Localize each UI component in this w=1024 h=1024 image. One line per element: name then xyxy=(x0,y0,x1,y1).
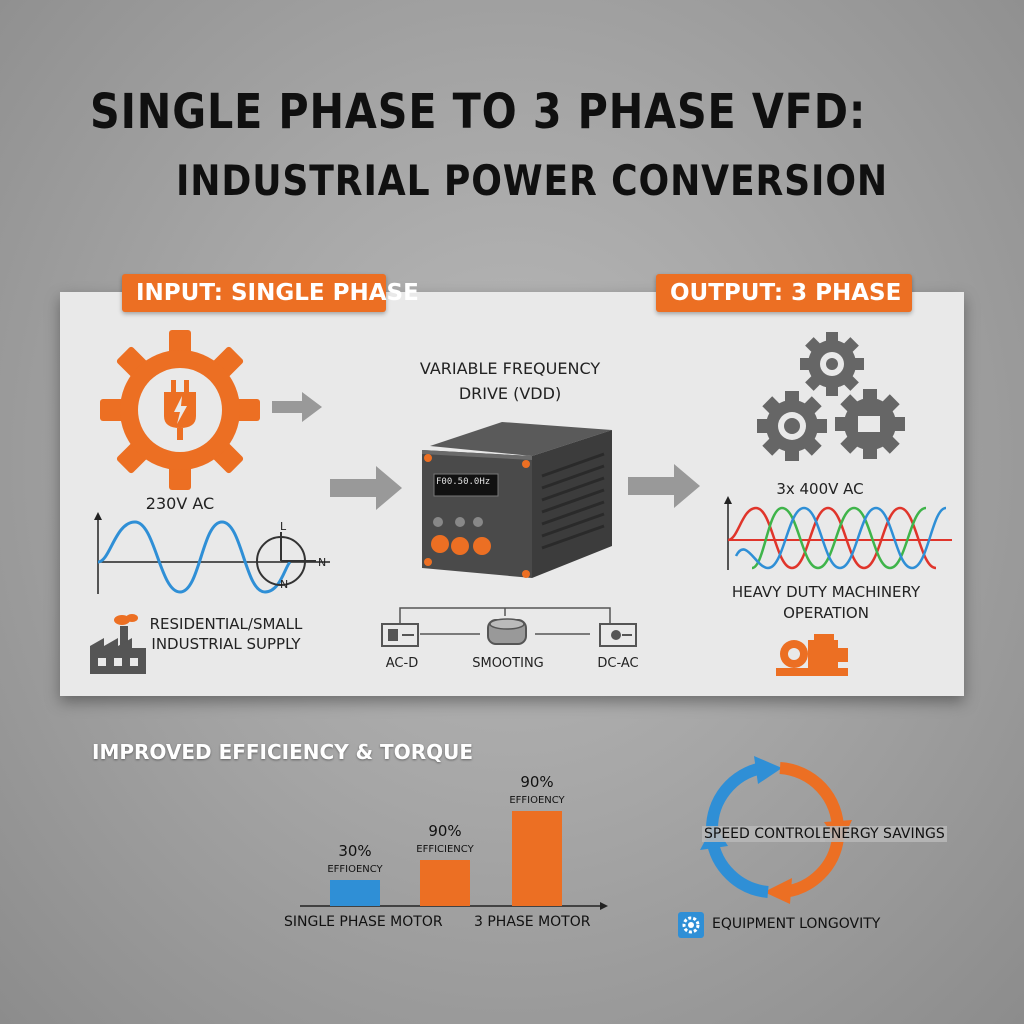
chart-bar xyxy=(512,811,562,906)
chart-value-label: 90% xyxy=(428,822,461,840)
stage-label-dcac: DC-AC xyxy=(597,656,639,671)
plug-gear-icon xyxy=(100,330,260,490)
machinery-icon xyxy=(776,634,848,676)
category-label-three: 3 PHASE MOTOR xyxy=(474,914,591,930)
vfd-display: F00.50.0Hz xyxy=(436,477,491,487)
inverter-icon xyxy=(599,623,637,647)
input-voltage: 230V AC xyxy=(145,494,215,513)
output-tag: OUTPUT: 3 PHASE xyxy=(656,274,912,312)
vfd-device-icon xyxy=(422,422,612,578)
benefit-equipment-longevity: EQUIPMENT LONGOVITY xyxy=(712,916,881,932)
benefit-energy-savings: ENERGY SAVINGS xyxy=(820,826,947,842)
page-title: SINGLE PHASE TO 3 PHASE VFD: xyxy=(90,84,867,140)
chart-sublabel: EFFIOENCY xyxy=(327,864,383,875)
rectifier-icon xyxy=(381,623,419,647)
arrow-right-icon xyxy=(628,464,700,508)
gear-icon xyxy=(678,912,704,938)
arrow-right-icon xyxy=(272,392,322,422)
benefit-speed-control: SPEED CONTROL xyxy=(702,826,825,842)
efficiency-bar-chart: 30% EFFIOENCY 90% EFFICIENCY 90% EFFIOENCY xyxy=(300,773,608,910)
arrow-right-icon xyxy=(330,466,402,510)
supply-label: RESIDENTIAL/SMALL INDUSTRIAL SUPPLY xyxy=(149,615,303,653)
factory-icon xyxy=(90,614,146,674)
gears-icon xyxy=(757,332,905,461)
phasor-label-n2: N xyxy=(280,578,289,591)
output-voltage: 3x 400V AC xyxy=(776,480,864,498)
capacitor-icon xyxy=(487,618,527,645)
input-tag: INPUT: SINGLE PHASE xyxy=(122,274,419,312)
phasor-label-n: N xyxy=(318,556,327,569)
vfd-label: VARIABLE FREQUENCY DRIVE (VDD) xyxy=(419,359,601,403)
stage-label-smoothing: SMOOTING xyxy=(472,656,544,671)
stage-label-acd: AC-D xyxy=(385,656,419,671)
chart-value-label: 30% xyxy=(338,842,371,860)
phasor-label-l: L xyxy=(280,520,287,533)
chart-sublabel: EFFIOENCY xyxy=(509,795,565,806)
three-phase-waveform xyxy=(724,496,952,570)
chart-sublabel: EFFICIENCY xyxy=(416,844,474,855)
phasor-icon xyxy=(256,532,316,586)
chart-bar xyxy=(330,880,380,906)
chart-value-label: 90% xyxy=(520,773,553,791)
application-label: HEAVY DUTY MACHINERY OPERATION xyxy=(731,583,921,622)
page-subtitle: INDUSTRIAL POWER CONVERSION xyxy=(176,156,889,205)
stage-connector xyxy=(399,607,611,635)
category-label-single: SINGLE PHASE MOTOR xyxy=(284,914,443,930)
chart-x-axis-arrow xyxy=(600,902,608,910)
efficiency-heading: IMPROVED EFFICIENCY & TORQUE xyxy=(92,740,473,764)
chart-bar xyxy=(420,860,470,906)
